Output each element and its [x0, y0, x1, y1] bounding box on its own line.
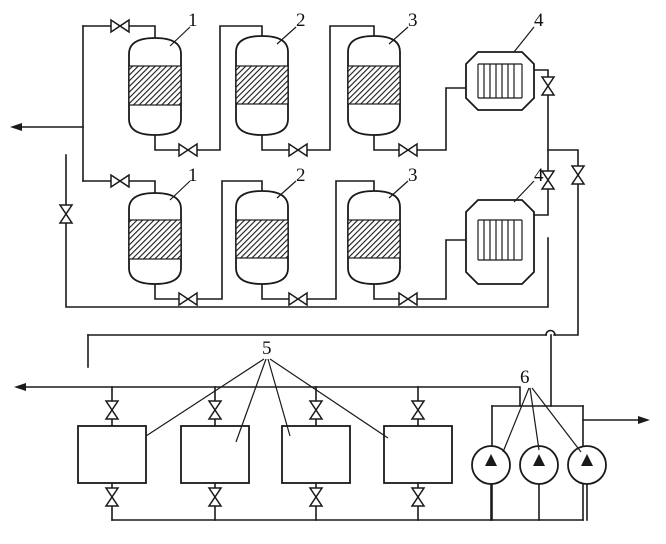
pump-icon	[533, 454, 545, 466]
label-6: 6	[520, 367, 530, 388]
bowtie-valve-icon	[309, 400, 323, 420]
label-4-bottom: 4	[534, 165, 544, 186]
bowtie-valve-icon	[411, 400, 425, 420]
inlet-arrow-icon	[10, 123, 22, 131]
label-3-bottom: 3	[408, 165, 418, 186]
labels: 1 2 3 4 1 2 3 4 5 6	[188, 10, 544, 388]
pump-icon	[485, 454, 497, 466]
vessel-3-top	[347, 35, 401, 136]
pumps	[471, 445, 607, 485]
pump-3	[567, 445, 607, 485]
vessel-row-bottom	[128, 190, 535, 285]
label-2-top: 2	[296, 10, 306, 31]
arrows	[10, 123, 650, 424]
heat-exchanger-top	[465, 51, 535, 111]
bowtie-valve-icon	[309, 487, 323, 507]
label-1-bottom: 1	[188, 165, 198, 186]
vessel-1-bottom	[128, 192, 182, 285]
pump-2	[519, 445, 559, 485]
bowtie-valve-icon	[105, 487, 119, 507]
label-5: 5	[262, 338, 272, 359]
vessel-3-bottom	[347, 190, 401, 285]
bowtie-valve-icon	[110, 19, 130, 33]
tank-2	[180, 425, 250, 484]
label-4-top: 4	[534, 10, 544, 31]
bowtie-valve-icon	[398, 292, 418, 306]
bowtie-valve-icon	[110, 174, 130, 188]
heat-exchanger-bottom	[465, 199, 535, 285]
leader-lines	[145, 26, 582, 453]
bowtie-valve-icon	[288, 292, 308, 306]
bowtie-valve-icon	[208, 400, 222, 420]
feed-arrow-icon	[14, 383, 26, 391]
bowtie-valve-icon	[571, 165, 585, 185]
tanks	[77, 425, 453, 484]
bowtie-valve-icon	[288, 143, 308, 157]
bowtie-valve-icon	[398, 143, 418, 157]
vessel-2-bottom	[235, 190, 289, 285]
bowtie-valve-icon	[541, 170, 555, 190]
bowtie-valve-icon	[59, 204, 73, 224]
bowtie-valve-icon	[178, 292, 198, 306]
bowtie-valve-icon	[208, 487, 222, 507]
label-1-top: 1	[188, 10, 198, 31]
vessel-1-top	[128, 37, 182, 136]
pump-1	[471, 445, 511, 485]
outlet-arrow-icon	[638, 416, 650, 424]
bowtie-valve-icon	[541, 76, 555, 96]
tank-3	[281, 425, 351, 484]
label-2-bottom: 2	[296, 165, 306, 186]
bowtie-valve-icon	[105, 400, 119, 420]
tank-4	[383, 425, 453, 484]
label-3-top: 3	[408, 10, 418, 31]
bowtie-valve-icon	[178, 143, 198, 157]
tank-1	[77, 425, 147, 484]
bowtie-valve-icon	[411, 487, 425, 507]
vessel-2-top	[235, 35, 289, 136]
vessel-row-top	[128, 35, 535, 136]
pump-icon	[581, 454, 593, 466]
piping	[15, 25, 641, 521]
